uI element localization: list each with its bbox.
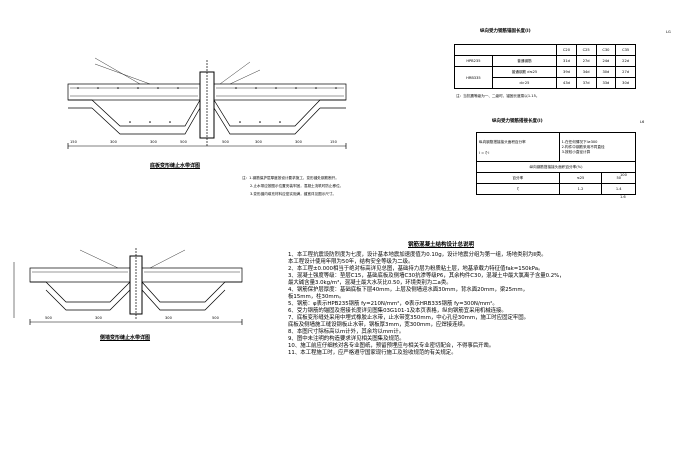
note-item: 7、底板变形缝处采用中埋式橡胶止水带，止水带宽350mm，中心孔径30mm，施工… xyxy=(288,315,530,321)
wall-top-right xyxy=(141,267,243,283)
table-cell: 27d xyxy=(575,55,597,67)
table-cell: 普通钢筋 d≤25 xyxy=(491,66,558,78)
table-cell: 1.2 xyxy=(558,183,603,195)
table-cell: 39d xyxy=(556,66,577,78)
dim-label: 500 xyxy=(45,316,52,320)
slab-top-right xyxy=(213,83,347,101)
table-cell: C30 xyxy=(595,44,617,56)
table-cell: 27d xyxy=(615,66,636,78)
note-item: 8、本图尺寸除标高以m计外，其余均以mm计。 xyxy=(288,329,405,335)
dim-label: 300 xyxy=(295,140,302,144)
table2-left-value: l = ζ·l xyxy=(479,150,490,155)
table-cell: 纵向钢筋搭接接头面积百分率(%) xyxy=(476,161,636,173)
table2-extra: 100 xyxy=(620,173,627,177)
note-item: 11、本工程施工时，应严格遵守国家现行施工及验收规范的有关规定。 xyxy=(288,350,457,356)
table-cell: ≤25 xyxy=(558,172,603,184)
drawing1-caption: 底板变形缝止水带详图 xyxy=(150,163,201,169)
table-cell: HRB335 xyxy=(454,66,493,89)
dim-label: 300 xyxy=(255,140,262,144)
table2-left-label: 纵向钢筋搭接接头面积百分率 xyxy=(479,139,526,144)
dim-label: 150 xyxy=(70,140,77,144)
note-item: 2、本工程±0.000相当于绝对标高详见总图，基础持力层为粉质粘土层，地基承载力… xyxy=(288,266,544,272)
table1-mark: LG xyxy=(666,30,671,34)
table2-extra: 1.6 xyxy=(620,195,626,199)
wall-top-left xyxy=(29,267,131,283)
note-item: 最大碱含量3.0kg/m³，混凝土最大水灰比0.50，环境类别为二a类。 xyxy=(288,280,452,286)
table-row: HRB335 普通钢筋 d≤25 39d 34d 30d 27d xyxy=(454,66,636,89)
note-item: 6、受力钢筋的锚固及搭接长度详见图集03G101-1及本页表格，纵向钢筋宜采用机… xyxy=(288,308,507,314)
table-cell: 30d xyxy=(595,66,617,78)
table1-note: 注：当抗震等级为一、二级时，锚固长度乘以1.15。 xyxy=(456,94,540,98)
table-cell: 1.4 xyxy=(601,183,636,195)
drawing1-note: 注：1.钢筋保护层厚度按设计要求施工，变形缝处钢筋断开。 xyxy=(242,176,339,180)
table2-right-note: 1.在任何情况下l≥300 2.构件中钢筋采用不同直径 3.按较小直径计算 xyxy=(558,132,637,162)
note-item: 9、图中未注明的构造要求详见相关图集及规范。 xyxy=(288,336,405,342)
slab-bottom-right xyxy=(213,99,346,127)
table-cell: 34d xyxy=(575,66,597,78)
slab-top-left xyxy=(67,83,201,101)
table-cell xyxy=(453,44,558,56)
note-item: 本工程设计使用年限为50年，结构安全等级为二级。 xyxy=(288,259,414,265)
anchorage-table: C20 C25 C30 C35 HPB235 普通钢筋 31d 27d 24d … xyxy=(453,44,636,89)
table-row: 纵向钢筋搭接接头面积百分率 l = ζ·l 1.在任何情况下l≥300 2.构件… xyxy=(476,132,637,162)
table-cell: 37d xyxy=(575,77,597,89)
dim-label: 300 xyxy=(110,140,117,144)
note-item: 底板及侧墙施工缝设钢板止水带，钢板厚3mm，宽300mm，应焊接连续。 xyxy=(288,322,469,328)
dim-label: 150 xyxy=(330,140,337,144)
table-cell: 纵向钢筋搭接接头面积百分率 l = ζ·l xyxy=(476,132,560,162)
table2-title: 纵向受力钢筋搭接长度(l) xyxy=(492,119,543,124)
table-cell: d>25 xyxy=(491,77,558,89)
table-row: C20 C25 C30 C35 xyxy=(453,44,636,56)
table-cell: C25 xyxy=(575,44,597,56)
table-cell: HPB235 xyxy=(454,55,493,67)
dim-label: 500 xyxy=(212,316,219,320)
drawing1-note: 2.止水带应按图示位置安装牢固，混凝土浇筑时防止移位。 xyxy=(250,184,344,188)
table2-mark: L6 xyxy=(640,120,645,124)
table-row: 纵向钢筋搭接接头面积百分率(%) xyxy=(476,161,636,173)
dim-label: 300 xyxy=(95,316,102,320)
lap-table: 纵向钢筋搭接接头面积百分率 l = ζ·l 1.在任何情况下l≥300 2.构件… xyxy=(476,132,637,195)
notes-title: 钢筋混凝土结构设计总说明 xyxy=(408,242,475,248)
notes-list: 1、本工程抗震设防烈度为七度，设计基本地震加速度值为0.10g，设计地震分组为第… xyxy=(288,252,688,357)
dim-label: 300 xyxy=(150,140,157,144)
table-row: HPB235 普通钢筋 31d 27d 24d 22d xyxy=(454,55,636,67)
slab-bottom-left xyxy=(68,99,201,127)
dim-label: 500 xyxy=(222,140,229,144)
table-cell: C20 xyxy=(556,44,577,56)
drawing1-note: 3.变形缝内填充材料应密实饱满，缝宽详见图示尺寸。 xyxy=(250,192,337,196)
table-row: ζ 1.2 1.4 xyxy=(476,183,636,195)
note-item: 4、钢筋保护层厚度：基础底板下层40mm，上层及侧墙迎水面30mm，背水面20m… xyxy=(288,287,528,293)
dim-label: 300 xyxy=(165,316,172,320)
table-cell: 43d xyxy=(556,77,577,89)
table-row: d>25 43d 37d 33d 30d xyxy=(455,77,636,89)
dim-label: 500 xyxy=(180,140,187,144)
table-cell: ζ xyxy=(476,183,560,195)
note-item: 10、施工前应仔细核对各专业图纸，预留预埋应与相关专业密切配合，不得事后开凿。 xyxy=(288,343,495,349)
table-cell: 30d xyxy=(615,77,636,89)
table-cell: 22d xyxy=(615,55,636,67)
table-row: 百分率 ≤25 50 xyxy=(476,172,636,184)
table-cell: 百分率 xyxy=(476,172,560,184)
table-cell: 31d xyxy=(556,55,577,67)
table-cell: C35 xyxy=(615,44,636,56)
note-item: 5、钢筋：φ表示HPB235钢筋 fy=210N/mm²，Φ表示HRB335钢筋… xyxy=(288,301,498,307)
table-cell: 普通钢筋 xyxy=(491,55,558,67)
drawing2-caption: 侧墙变形缝止水带详图 xyxy=(100,335,151,341)
table-cell: 33d xyxy=(595,77,617,89)
table-cell: 50 xyxy=(601,172,636,184)
table-cell: 24d xyxy=(595,55,617,67)
note-item: 1、本工程抗震设防烈度为七度，设计基本地震加速度值为0.10g，设计地震分组为第… xyxy=(288,252,547,258)
note-item: 板15mm，柱30mm。 xyxy=(288,294,345,300)
note-item: 3、混凝土强度等级：垫层C15，基础底板及侧墙C30抗渗等级P6，其余构件C30… xyxy=(288,273,565,279)
table1-title: 纵向受力钢筋锚固长度(l) xyxy=(480,29,531,34)
